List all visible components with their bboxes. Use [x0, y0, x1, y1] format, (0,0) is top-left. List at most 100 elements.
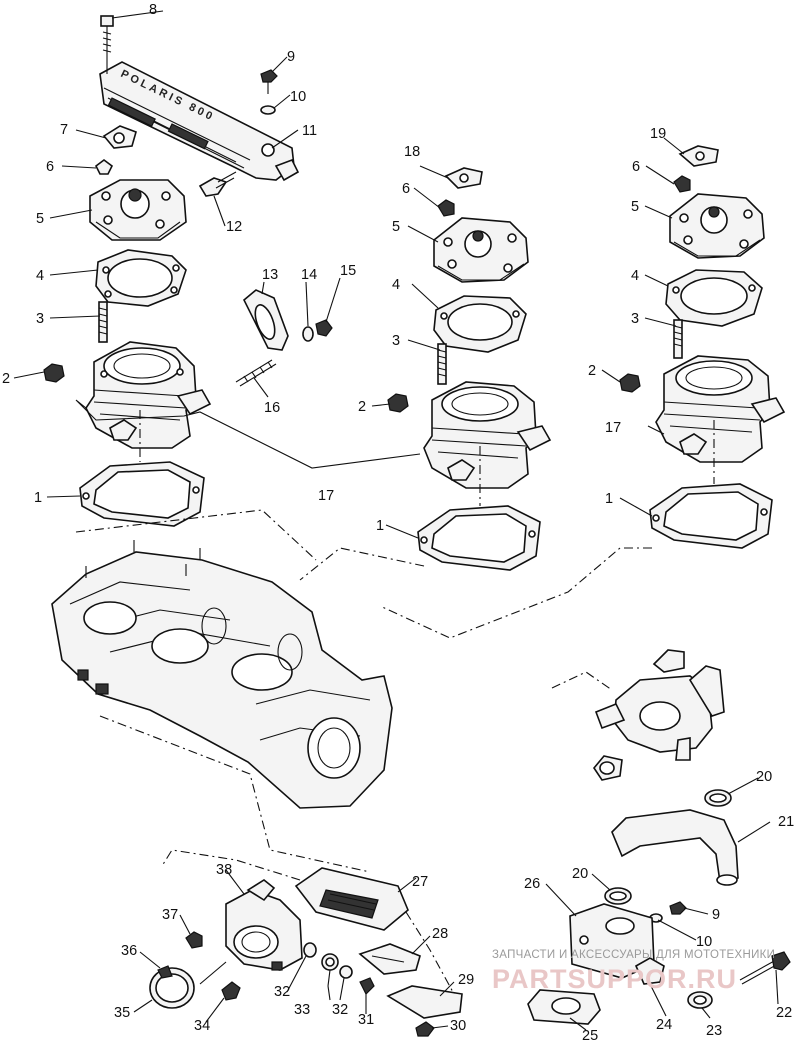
nut-6-middle — [437, 199, 455, 217]
hose-fitting-12 — [198, 171, 237, 197]
nut-15 — [315, 319, 333, 337]
leader-lines — [13, 10, 779, 1031]
screw-31 — [359, 977, 375, 1006]
part-label-4-left: 4 — [36, 268, 44, 284]
fitting-9-lower — [669, 901, 687, 915]
part-label-31: 31 — [358, 1012, 374, 1028]
crankcase — [51, 540, 393, 809]
part-label-32-right: 32 — [332, 1002, 348, 1018]
nut-2-left — [43, 363, 65, 383]
stud-3-left — [98, 301, 108, 343]
base-gasket-2 — [417, 505, 541, 571]
base-gasket-1 — [79, 461, 205, 527]
part-label-2-right: 2 — [588, 363, 596, 379]
washer-32-right — [339, 965, 353, 979]
part-label-37: 37 — [162, 907, 178, 923]
part-label-10-lower: 10 — [696, 934, 712, 950]
nut-2-right — [619, 373, 641, 393]
cylinder-head-3 — [669, 193, 765, 259]
part-label-5-right: 5 — [631, 199, 639, 215]
part-label-10-top: 10 — [290, 89, 306, 105]
part-label-21: 21 — [778, 814, 794, 830]
base-gasket-3 — [649, 483, 773, 549]
part-label-38: 38 — [216, 862, 232, 878]
head-gasket-2 — [433, 295, 527, 353]
part-label-4-right: 4 — [631, 268, 639, 284]
part-label-11: 11 — [302, 123, 317, 139]
part-label-6-middle: 6 — [402, 181, 410, 197]
part-label-14: 14 — [301, 267, 317, 283]
throttle-body-38 — [225, 879, 303, 971]
seal-23 — [687, 991, 713, 1009]
clamp-35-36 — [149, 965, 195, 1009]
part-label-23: 23 — [706, 1023, 722, 1039]
plate-29 — [386, 985, 463, 1019]
screw-30 — [415, 1021, 435, 1037]
assembly-dash-lines — [75, 410, 715, 995]
head-gasket-1 — [95, 249, 187, 307]
part-label-33: 33 — [294, 1002, 310, 1018]
watermark-site: PARTSUPPOR.RU — [492, 964, 737, 994]
part-label-6-right: 6 — [632, 159, 640, 175]
water-pump-housing — [593, 649, 725, 781]
fitting-9-top — [260, 69, 278, 94]
cylinder-head-2 — [433, 217, 529, 283]
part-label-8: 8 — [149, 2, 157, 18]
part-label-30: 30 — [450, 1018, 466, 1034]
coolant-hose-21 — [611, 809, 739, 886]
gasket-13 — [243, 289, 289, 351]
part-label-19: 19 — [650, 126, 666, 142]
part-label-2-left: 2 — [2, 371, 10, 387]
part-label-9-lower: 9 — [712, 907, 720, 923]
part-label-35: 35 — [114, 1005, 130, 1021]
reed-valve-27 — [294, 867, 409, 931]
part-label-36: 36 — [121, 943, 137, 959]
bolt-22 — [739, 951, 791, 985]
crankcase-dash-outline — [99, 715, 371, 873]
washer-14 — [302, 326, 314, 342]
part-label-4-middle: 4 — [392, 277, 400, 293]
manifold-gasket-7 — [102, 125, 137, 149]
stud-16 — [235, 359, 277, 387]
part-label-22: 22 — [776, 1005, 792, 1021]
part-label-9-top: 9 — [287, 49, 295, 65]
watermark: ЗАПЧАСТИ И АКСЕССУАРЫ ДЛЯ МОТОТЕХНИКИ PA… — [492, 949, 775, 994]
gasket-28 — [358, 943, 421, 975]
part-label-32-left: 32 — [274, 984, 290, 1000]
part-label-34: 34 — [194, 1018, 210, 1034]
part-label-18: 18 — [404, 144, 420, 160]
watermark-tagline: ЗАПЧАСТИ И АКСЕССУАРЫ ДЛЯ МОТОТЕХНИКИ — [492, 949, 775, 961]
nut-6-right — [673, 175, 691, 193]
part-label-25: 25 — [582, 1028, 598, 1041]
plate-25 — [527, 989, 601, 1025]
cylinder-3 — [655, 355, 786, 463]
part-label-2-middle: 2 — [358, 399, 366, 415]
part-label-20-lower: 20 — [572, 866, 588, 882]
gasket-18 — [444, 167, 483, 189]
part-label-15: 15 — [340, 263, 356, 279]
part-label-28: 28 — [432, 926, 448, 942]
part-label-29: 29 — [458, 972, 474, 988]
part-label-3-middle: 3 — [392, 333, 400, 349]
part-label-13: 13 — [262, 267, 278, 283]
part-label-20-right: 20 — [756, 769, 772, 785]
washer-10-top — [260, 105, 276, 115]
head-gasket-3 — [665, 269, 763, 327]
fitting-33 — [321, 953, 339, 987]
manifold-bolt-8 — [100, 15, 114, 74]
nut-37 — [185, 931, 203, 949]
cylinder-1 — [85, 341, 212, 449]
part-label-6-left: 6 — [46, 159, 54, 175]
part-label-1-middle: 1 — [376, 518, 384, 534]
hose-clamp-20-lower — [604, 887, 632, 905]
part-label-12: 12 — [226, 219, 242, 235]
part-label-24: 24 — [656, 1017, 672, 1033]
part-label-5-middle: 5 — [392, 219, 400, 235]
part-label-3-left: 3 — [36, 311, 44, 327]
part-label-27: 27 — [412, 874, 428, 890]
part-label-26: 26 — [524, 876, 540, 892]
cylinder-2 — [423, 381, 552, 489]
part-label-16: 16 — [264, 400, 280, 416]
